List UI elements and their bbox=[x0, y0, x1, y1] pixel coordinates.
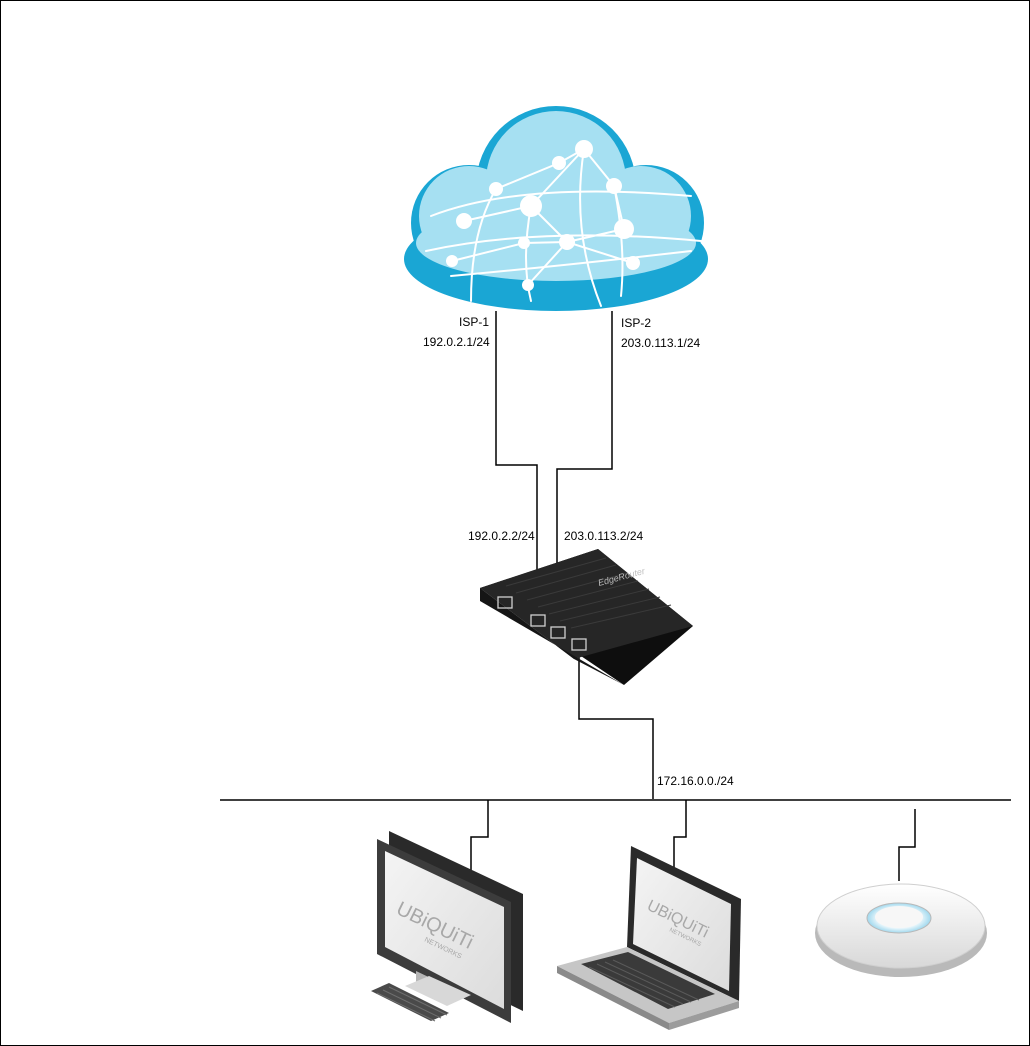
isp1-name-label: ISP-1 bbox=[459, 315, 490, 329]
access-point-drop bbox=[898, 809, 916, 881]
laptop-drop bbox=[673, 800, 687, 869]
isp2-link bbox=[556, 311, 613, 634]
router-wan1-ip-label: 192.0.2.2/24 bbox=[468, 529, 535, 543]
router-wan2-ip-label: 203.0.113.2/24 bbox=[564, 529, 644, 543]
internet-cloud-icon bbox=[404, 106, 708, 311]
access-point-icon bbox=[815, 883, 987, 977]
desktop-computer-icon: UBiQUiTi NETWORKS bbox=[371, 831, 523, 1023]
isp2-gateway-label: 203.0.113.1/24 bbox=[621, 336, 701, 350]
edgerouter-icon: EdgeRouter bbox=[480, 549, 693, 685]
isp1-link bbox=[495, 311, 538, 623]
lan-uplink bbox=[578, 646, 654, 799]
laptop-computer-icon: UBiQUiTi NETWORKS bbox=[557, 846, 741, 1030]
lan-subnet-label: 172.16.0.0./24 bbox=[657, 774, 734, 788]
connection-lines bbox=[220, 311, 1011, 881]
isp2-name-label: ISP-2 bbox=[621, 316, 652, 330]
isp1-gateway-label: 192.0.2.1/24 bbox=[423, 335, 490, 349]
desktop-drop bbox=[470, 800, 489, 871]
